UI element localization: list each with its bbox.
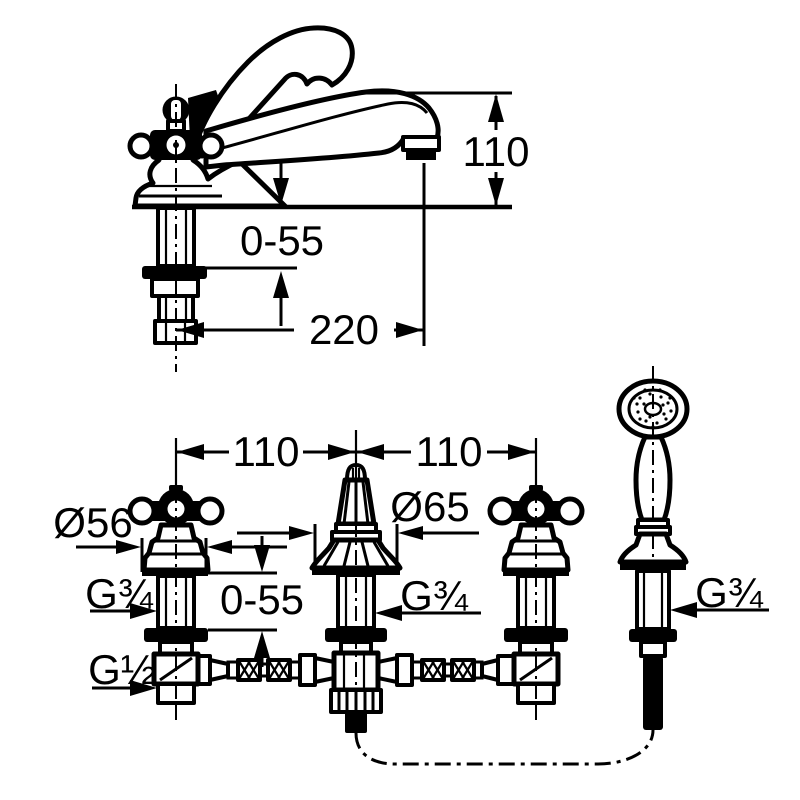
dim-arrow (130, 680, 157, 696)
left-valve-left-ball (127, 496, 157, 526)
dim-arrow (670, 602, 697, 618)
dimension-valve-thread: G¾ (85, 570, 157, 619)
dim-arrow (254, 631, 270, 658)
dimension-deck-range-bottom: 0-55 (208, 536, 304, 667)
dim-arrow (273, 271, 289, 298)
flex-connector (420, 658, 446, 682)
dim-label-spout-height: 110 (463, 128, 530, 175)
dimension-spout-reach: 220 (176, 163, 426, 353)
dim-arrow (396, 322, 423, 338)
dim-label-spout-reach: 220 (309, 306, 379, 353)
dim-label-shower-thread: G¾ (695, 569, 764, 616)
dim-label-spout-thread: G¾ (400, 572, 469, 619)
right-valve-left-ball (487, 496, 517, 526)
dim-arrow (375, 605, 402, 621)
dim-arrow (488, 178, 504, 206)
handle-right-ball (197, 132, 225, 160)
cross-handle-top-view (127, 96, 225, 160)
dim-label-spout-diameter: Ø65 (390, 483, 469, 530)
dim-arrow (177, 322, 204, 338)
dim-arrow (398, 526, 423, 540)
dimension-spout-thread: G¾ (375, 572, 481, 621)
handshower-washer (629, 629, 677, 642)
dim-label-valve-thread: G¾ (85, 570, 154, 617)
mounting-shank (142, 206, 207, 345)
flex-connector (236, 658, 262, 682)
dim-label-spacing-right: 110 (416, 428, 483, 475)
dim-arrow (508, 444, 535, 460)
mounting-washer (142, 266, 207, 279)
dim-arrow (207, 540, 232, 554)
dimension-spout-height: 110 (362, 91, 533, 206)
dimension-spacing-left: 110 (176, 428, 356, 475)
dim-label-deck-range-top: 0-55 (240, 217, 324, 264)
spout (203, 88, 441, 170)
dim-arrow (357, 444, 384, 460)
dimension-spacing-right: 110 (356, 428, 536, 475)
aerator (401, 135, 441, 160)
flex-connector (450, 658, 476, 682)
handshower (616, 366, 690, 730)
supply-piping (196, 653, 516, 687)
dim-arrow (130, 603, 157, 619)
dim-label-handle-diameter: Ø56 (53, 499, 132, 546)
top-view-faucet (127, 25, 512, 372)
dim-label-spacing-left: 110 (233, 428, 300, 475)
handshower-hose-end (643, 656, 663, 730)
right-valve-right-ball (555, 496, 585, 526)
dimension-spout-diameter: Ø65 (237, 483, 479, 571)
dim-arrow (328, 444, 355, 460)
dimension-inlet-thread: G½ (88, 646, 157, 696)
dim-arrow (273, 178, 289, 205)
dim-label-deck-range-bottom: 0-55 (220, 576, 304, 623)
flex-connector (266, 658, 292, 682)
dim-arrow (177, 444, 204, 460)
handle-left-ball (127, 132, 155, 160)
dim-arrow (254, 545, 270, 572)
shower-hose (354, 729, 655, 766)
dimension-deck-range-top: 0-55 (205, 160, 324, 326)
dim-label-inlet-thread: G½ (88, 646, 156, 693)
dimension-shower-thread: G¾ (670, 569, 769, 618)
dim-arrow (488, 94, 504, 122)
left-valve-right-ball (195, 496, 225, 526)
bottom-view-set (127, 366, 690, 766)
dim-arrow (289, 526, 314, 540)
spray-face-dots (632, 388, 673, 429)
dim-arrow (116, 540, 141, 554)
hose-nipple (345, 712, 367, 733)
